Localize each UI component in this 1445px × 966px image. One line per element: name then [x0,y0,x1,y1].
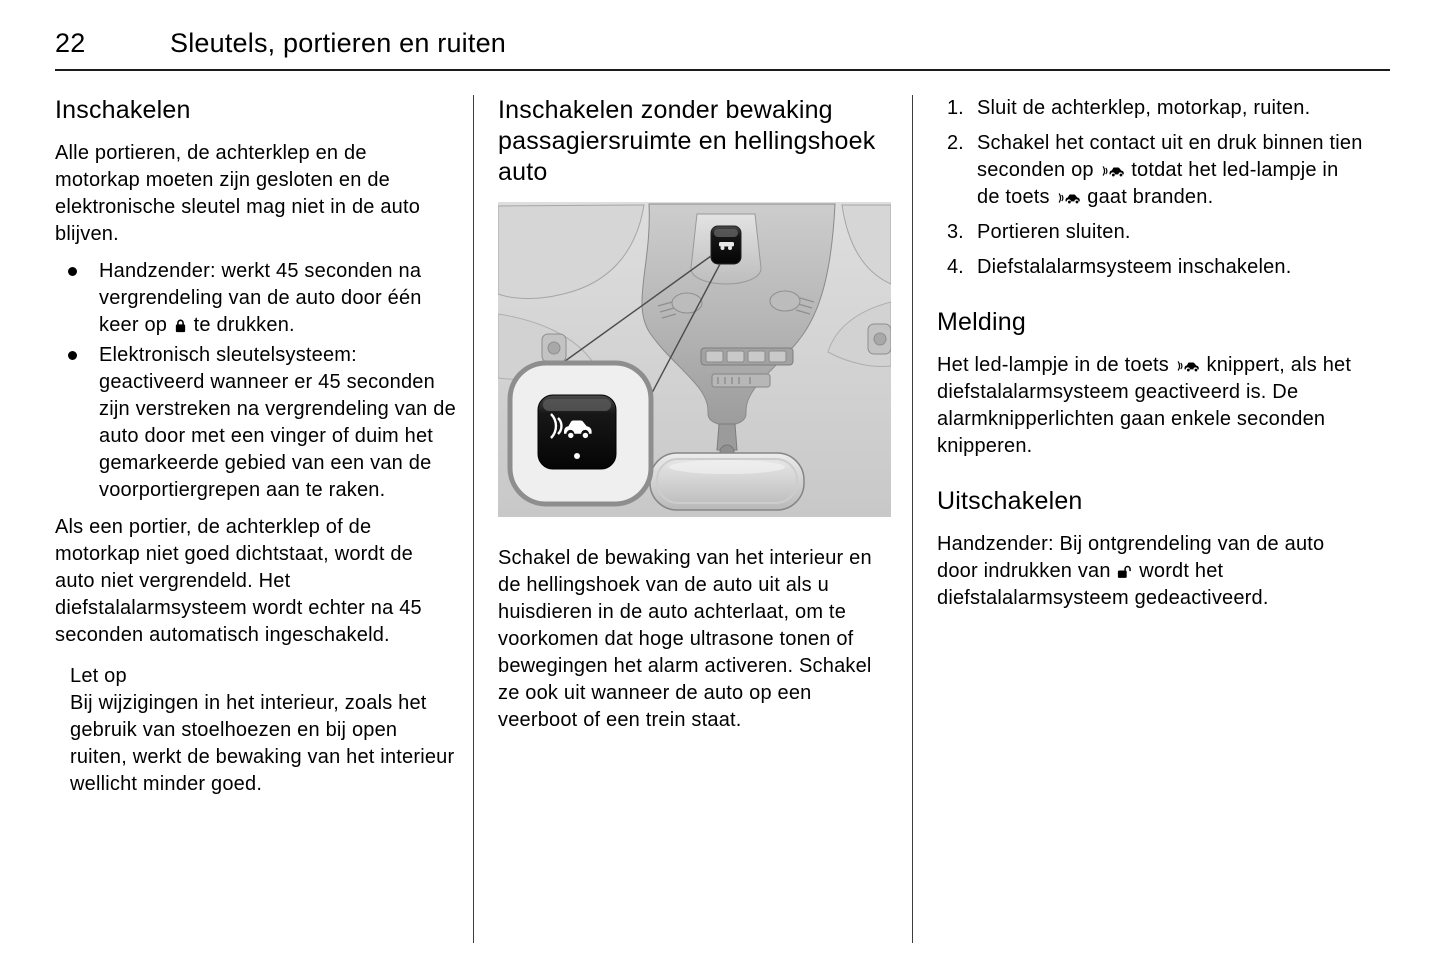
alarm-deactivate-button-small [710,225,742,265]
step-number: 2. [947,132,964,154]
heading-melding: Melding [937,308,1026,336]
mirror-stem [716,423,738,451]
car-alarm-icon [550,413,592,439]
bullet-marker [68,351,77,360]
console-display [711,373,771,388]
magnified-callout [507,360,654,507]
page-header: 22 Sleutels, portieren en ruiten [55,28,1390,71]
step-text: Portieren sluiten. [977,221,1131,243]
lock-icon [174,318,187,333]
reading-lamp-right [769,290,801,312]
unlock-icon [1117,564,1132,579]
manual-page: 22 Sleutels, portieren en ruiten Inschak… [55,28,1390,943]
step-number: 4. [947,256,964,278]
bullet-item: Elektronisch sleutelsysteem: geactiveerd… [68,342,457,504]
bullet-text: Handzender: werkt 45 seconden na vergren… [99,260,422,336]
switch-row [700,347,794,366]
column-divider [912,95,913,943]
step-text: Schakel het contact uit en druk binnen t… [977,132,1363,208]
left-visor-panel [498,204,645,300]
right-visor-panel [841,204,891,285]
content-columns: Inschakelen Alle portieren, de achterkle… [55,95,1390,943]
alarm-deactivate-button-large [537,394,617,470]
step-item: 4. Diefstalalarmsysteem inschakelen. [947,254,1365,281]
bullet-item: Handzender: werkt 45 seconden na vergren… [68,258,457,339]
note-block: Let op Bij wijzigingen in het interieur,… [70,663,457,798]
overhead-console-illustration [498,202,891,517]
overhead-console-figure [498,202,891,517]
grab-handle-brackets [541,323,891,363]
paragraph-outro: Als een portier, de achterklep of de mot… [55,516,422,646]
column-left: Inschakelen Alle portieren, de achterkle… [55,95,457,943]
heading-inschakelen: Inschakelen [55,96,191,124]
led-indicator-dot [574,453,580,459]
bullet-text: Elektronisch sleutelsysteem: geactiveerd… [99,344,456,501]
page-title: Sleutels, portieren en ruiten [170,28,506,58]
paragraph-melding: Het led-lampje in de toets knippert, als… [937,354,1352,457]
car-alarm-icon [1101,164,1125,178]
console-vent-lines [657,297,815,319]
paragraph-uitschakelen: Handzender: Bij ontgrendeling van de aut… [937,533,1325,609]
step-number: 1. [947,97,964,119]
step-text: Diefstalalarmsysteem inschakelen. [977,256,1292,278]
note-text: Bij wijzigingen in het interieur, zoals … [70,692,455,795]
step-item: 2. Schakel het contact uit en druk binne… [947,130,1365,211]
page-number: 22 [55,28,86,58]
callout-leader-line [553,255,712,370]
bullet-marker [68,267,77,276]
paragraph-intro: Alle portieren, de achterklep en de moto… [55,142,421,245]
step-text: Sluit de achterklep, motorkap, ruiten. [977,97,1311,119]
rear-view-mirror [649,452,805,511]
column-right: 1. Sluit de achterklep, motorkap, ruiten… [937,95,1390,943]
car-alarm-icon [719,242,734,250]
callout-leader-line [643,263,721,409]
heading-uitschakelen: Uitschakelen [937,487,1083,515]
column-divider [473,95,474,943]
numbered-steps: 1. Sluit de achterklep, motorkap, ruiten… [947,95,1365,281]
note-title: Let op [70,665,127,687]
reading-lamp-left [671,292,703,314]
car-alarm-icon [1176,359,1200,373]
step-item: 1. Sluit de achterklep, motorkap, ruiten… [947,95,1365,122]
car-alarm-icon [1057,191,1081,205]
step-item: 3. Portieren sluiten. [947,219,1365,246]
step-number: 3. [947,221,964,243]
paragraph-middle: Schakel de bewaking van het interieur en… [498,547,872,731]
bullet-list: Handzender: werkt 45 seconden na vergren… [68,258,457,504]
column-middle: Inschakelen zonder bewaking passagiersru… [498,95,896,943]
heading-inschakelen-zonder-bewaking: Inschakelen zonder bewaking passagiersru… [498,96,876,186]
